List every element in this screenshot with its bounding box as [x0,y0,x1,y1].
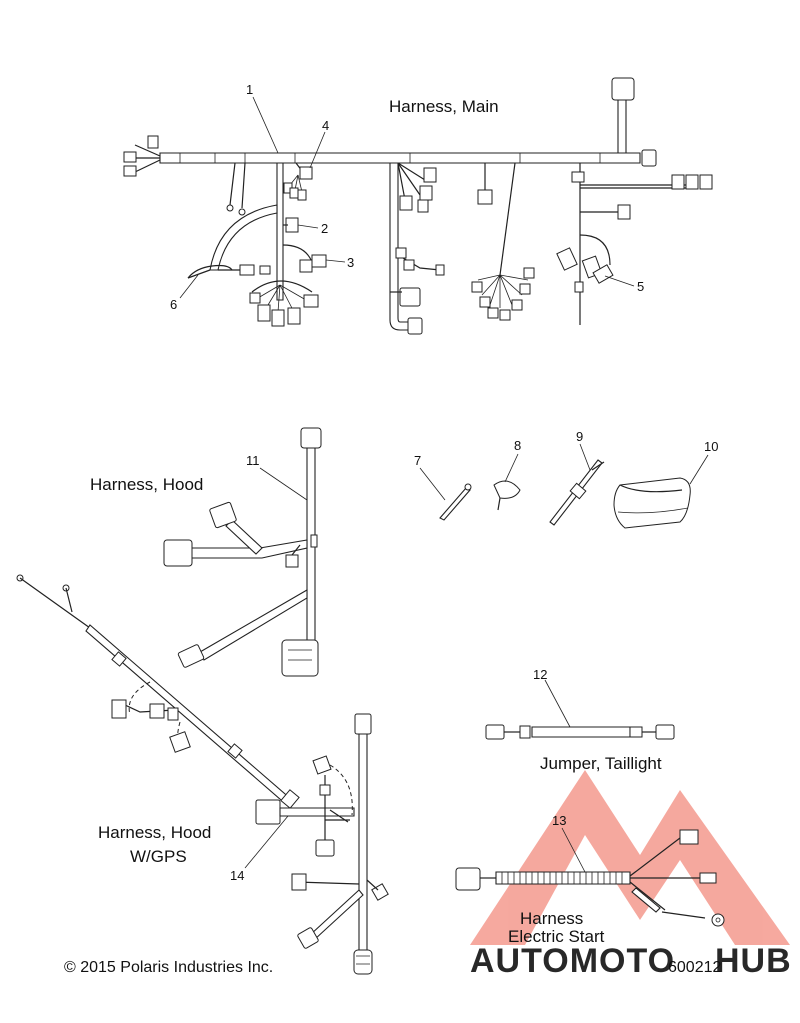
callout-6: 6 [170,297,177,312]
copyright-text: © 2015 Polaris Industries Inc. [64,959,273,976]
callout-2: 2 [321,221,328,236]
callout-7: 7 [414,453,421,468]
callout-8: 8 [514,438,521,453]
harness-electric-start-drawing [455,829,725,927]
harness-main-drawing [123,77,713,335]
small-parts-drawing [439,459,691,529]
callout-1: 1 [246,82,253,97]
callout-4: 4 [322,118,329,133]
label-harness-main: Harness, Main [389,97,499,116]
diagram-number: 600212 [668,959,721,976]
label-harness-hood-gps-line2: W/GPS [130,847,187,866]
callout-3: 3 [347,255,354,270]
callout-12: 12 [533,667,547,682]
callout-11: 11 [246,453,260,468]
watermark-logo [470,770,790,945]
label-harness-electric-start-line2: Electric Start [508,927,605,946]
callout-5: 5 [637,279,644,294]
harness-hood-drawing [163,427,322,677]
callout-9: 9 [576,429,583,444]
label-jumper-taillight: Jumper, Taillight [540,754,662,773]
label-harness-hood: Harness, Hood [90,475,203,494]
callout-leaders [179,96,709,873]
jumper-taillight-drawing [485,724,675,740]
watermark-text-hub: HUB [715,942,792,980]
watermark-text-automoto: AUTOMOTO [470,942,675,980]
callout-14: 14 [230,868,244,883]
callout-10: 10 [704,439,718,454]
callout-13: 13 [552,813,566,828]
label-harness-electric-start-line1: Harness [520,909,583,928]
harness-hood-gps-drawing [16,574,389,975]
label-harness-hood-gps-line1: Harness, Hood [98,823,211,842]
